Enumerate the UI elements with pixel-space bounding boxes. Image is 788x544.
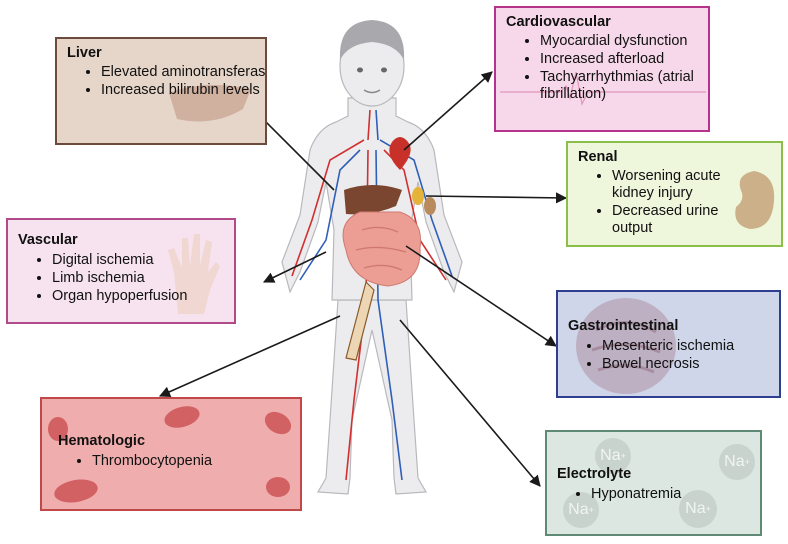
vascular-title: Vascular: [18, 232, 78, 248]
cardiovascular-item: Increased afterload: [540, 51, 708, 68]
liver-title: Liver: [67, 45, 102, 61]
sodium-ion-icon: Na+: [719, 444, 755, 480]
vascular-box: Vascular Digital ischemia Limb ischemia …: [6, 218, 236, 324]
vascular-item: Digital ischemia: [52, 252, 234, 269]
femur-bone: [345, 280, 375, 361]
renal-item: Decreased urine output: [612, 203, 762, 237]
gastrointestinal-list: Mesenteric ischemia Bowel necrosis: [580, 338, 779, 374]
gastrointestinal-item: Bowel necrosis: [602, 356, 779, 373]
hematologic-list: Thrombocytopenia: [70, 453, 292, 471]
electrolyte-item: Hyponatremia: [591, 486, 760, 503]
gastrointestinal-item: Mesenteric ischemia: [602, 338, 779, 355]
renal-list: Worsening acute kidney injury Decreased …: [590, 168, 762, 238]
electrolyte-box: Na+ Na+ Na+ Na+ Electrolyte Hyponatremia: [545, 430, 762, 536]
liver-list: Elevated aminotransferases Increased bil…: [79, 64, 265, 100]
vascular-item: Limb ischemia: [52, 270, 234, 287]
liver-item: Increased bilirubin levels: [101, 82, 265, 99]
kidney-organ: [412, 187, 436, 215]
intestines-organ: [342, 211, 422, 287]
hematologic-box: Hematologic Thrombocytopenia: [40, 397, 302, 511]
liver-box: Liver Elevated aminotransferases Increas…: [55, 37, 267, 145]
gastrointestinal-title: Gastrointestinal: [568, 318, 679, 334]
renal-item: Worsening acute kidney injury: [612, 168, 762, 202]
sodium-ion-icon: Na+: [595, 438, 631, 474]
cardiovascular-box: Cardiovascular Myocardial dysfunction In…: [494, 6, 710, 132]
liver-organ: [344, 185, 402, 215]
cardiovascular-item: Myocardial dysfunction: [540, 33, 708, 50]
cardiovascular-list: Myocardial dysfunction Increased afterlo…: [518, 33, 708, 104]
electrolyte-list: Hyponatremia: [569, 486, 760, 504]
renal-box: Renal Worsening acute kidney injury Decr…: [566, 141, 783, 247]
vascular-list: Digital ischemia Limb ischemia Organ hyp…: [30, 252, 234, 306]
ecg-trace-icon: [500, 71, 706, 106]
arrows: [158, 71, 568, 487]
hand-icon: [168, 234, 220, 314]
kidney-icon: [735, 171, 775, 229]
vascular-item: Organ hypoperfusion: [52, 288, 234, 305]
red-blood-cell-icon: [48, 406, 292, 503]
liver-item: Elevated aminotransferases: [101, 64, 265, 81]
electrolyte-title: Electrolyte: [557, 466, 632, 482]
heart-organ: [389, 137, 411, 170]
hematologic-title: Hematologic: [58, 433, 146, 449]
renal-title: Renal: [578, 149, 618, 165]
hematologic-item: Thrombocytopenia: [92, 453, 292, 470]
sodium-ion-icon: Na+: [679, 490, 717, 528]
liver-icon: [169, 84, 251, 122]
sodium-ion-icon: Na+: [563, 492, 599, 528]
bowel-icon: [576, 298, 676, 394]
gastrointestinal-box: Gastrointestinal Mesenteric ischemia Bow…: [556, 290, 781, 398]
cardiovascular-item: Tachyarrhythmias (atrial fibrillation): [540, 69, 708, 103]
cardiovascular-title: Cardiovascular: [506, 14, 611, 30]
